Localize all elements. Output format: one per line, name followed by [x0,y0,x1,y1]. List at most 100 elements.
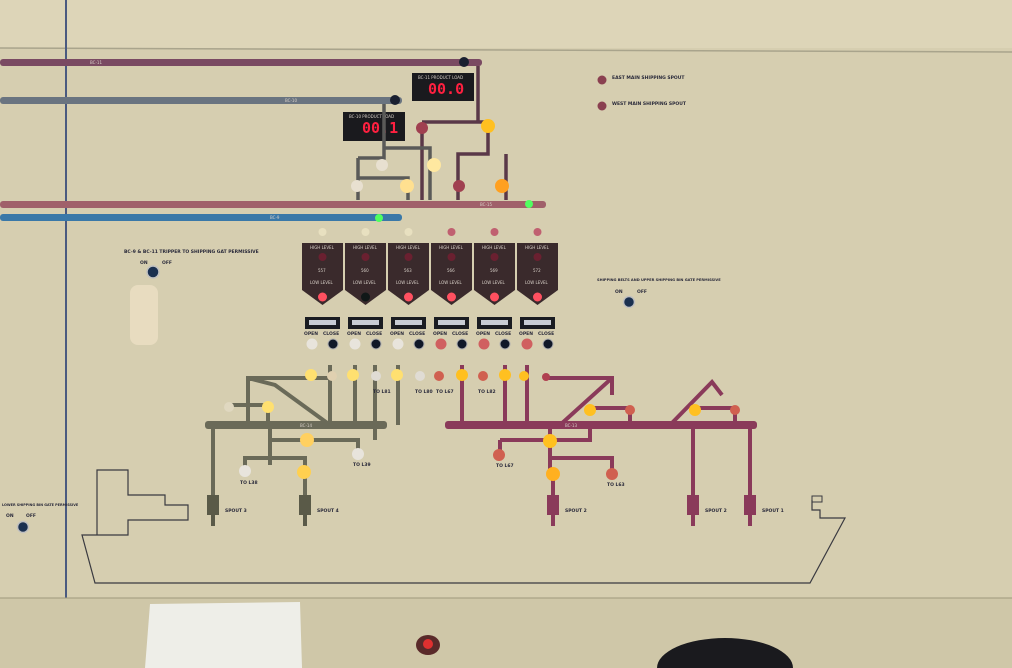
destination-label: TO L82 [478,389,496,395]
bc10-indicator [390,95,400,105]
low-level-light [490,292,499,302]
close-button[interactable] [456,338,468,350]
emergency-stop-cap[interactable] [423,639,433,649]
bin-inlet-light [490,228,499,236]
display-title: BC-11 PRODUCT LOAD [418,75,463,80]
spout: SPOUT 2 [687,495,727,526]
destination-label: TO L67 [436,389,454,395]
bin-high-label: HIGH LEVEL [353,245,378,250]
close-button[interactable] [499,338,511,350]
close-button[interactable] [370,338,382,350]
low-level-light [361,292,370,302]
close-button[interactable] [542,338,554,350]
selector-switch[interactable] [146,265,160,279]
bin-high-label: HIGH LEVEL [525,245,550,250]
spout-icon [547,495,559,526]
bin-body [388,243,429,305]
destination-label: TO L67 [496,463,514,469]
switch-off-label: OFF [637,289,647,295]
west-branch-lines [211,365,400,495]
conveyor-bc11 [0,59,482,66]
switch-tripper-permissive[interactable]: BC-9 & BC-11 TRIPPER TO SHIPPING GAT PER… [124,249,259,279]
gate-indicator-window [395,320,422,325]
spout-label: SPOUT 4 [317,508,339,514]
conveyor-bc14 [205,421,387,429]
switch-upper-bin-permissive[interactable]: SHIPPING BELTS AND UPPER SHIPPING BIN GA… [597,278,721,309]
bc15-running-light [525,200,533,208]
gate-indicator-window [352,320,379,325]
bin-name: 557 [318,268,326,273]
low-level-light [318,292,327,302]
open-button[interactable] [349,338,361,350]
east-legend-light [597,75,607,85]
open-button[interactable] [478,338,490,350]
switch-lower-bin-permissive[interactable]: LOWER SHIPPING BIN GATE PERMISSIVE ON OF… [2,503,79,534]
close-button[interactable] [413,338,425,350]
switch-on-label: ON [615,289,623,295]
selector-switch[interactable] [16,520,30,534]
bc9-running-light [375,214,383,222]
open-button[interactable] [435,338,447,350]
destination-label: TO L39 [353,462,371,468]
label-bc10: BC-10 [285,98,297,103]
close-label: CLOSE [366,331,382,337]
bin-low-label: LOW LEVEL [396,280,419,285]
close-label: CLOSE [409,331,425,337]
spout-label: SPOUT 2 [705,508,727,514]
label-bc13: BC-13 [565,423,577,428]
lower-gate-lights [224,369,740,481]
spout-icon [299,495,311,526]
bin-body [431,243,472,305]
bin-name: 563 [404,268,412,273]
switch-on-label: ON [140,260,148,266]
low-level-light [404,292,413,302]
bin-low-label: LOW LEVEL [439,280,462,285]
bin-name: 569 [490,268,498,273]
high-level-light [490,253,499,261]
bin-body [345,243,386,305]
conveyor-bc13 [445,421,757,429]
close-label: CLOSE [323,331,339,337]
bin-inlet-light [404,228,413,236]
bin-inlet-light [533,228,542,236]
open-button[interactable] [521,338,533,350]
open-button[interactable] [306,338,318,350]
high-level-light [361,253,370,261]
upper-gate-lights [351,119,509,193]
switch-on-label: ON [6,513,14,519]
open-label: OPEN [347,331,361,337]
bin-name: 566 [447,268,455,273]
open-label: OPEN [390,331,404,337]
high-level-light [404,253,413,261]
bin-inlet-light [318,228,327,236]
bin-inlet-light [361,228,370,236]
bin-high-label: HIGH LEVEL [396,245,421,250]
bin-inlet-light [447,228,456,236]
high-level-light [318,253,327,261]
spout-icon [687,495,699,526]
label-bc9: BC-9 [270,215,280,220]
selector-switch[interactable] [622,295,636,309]
bin-high-label: HIGH LEVEL [310,245,335,250]
gate-indicator-window [481,320,508,325]
ship-flag [811,495,823,503]
open-button[interactable] [392,338,404,350]
destination-label: TO L38 [240,480,258,486]
close-label: CLOSE [495,331,511,337]
close-button[interactable] [327,338,339,350]
switch-off-label: OFF [162,260,172,266]
legend-east: EAST MAIN SHIPPING SPOUT [612,75,685,81]
low-level-light [447,292,456,302]
low-level-light [533,292,542,302]
close-label: CLOSE [452,331,468,337]
spout-icon [744,495,756,526]
bin-low-label: LOW LEVEL [525,280,548,285]
destination-label: TO L81 [373,389,391,395]
spout-label: SPOUT 3 [225,508,247,514]
